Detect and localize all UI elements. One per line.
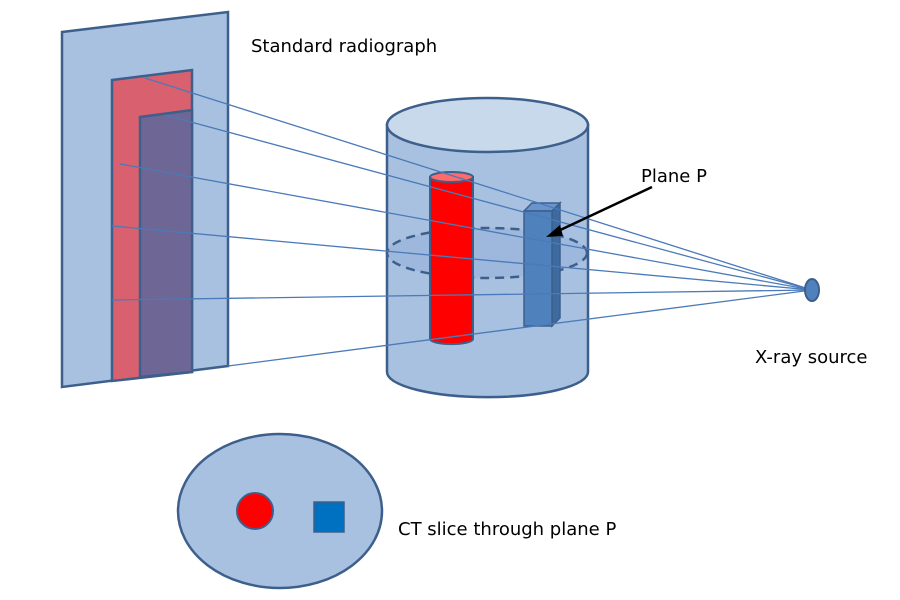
x-ray-source-label: X-ray source	[755, 347, 868, 368]
radiograph-label: Standard radiograph	[251, 36, 437, 57]
plane-p-arrow	[546, 185, 653, 237]
ray	[111, 225, 813, 291]
ray	[111, 289, 813, 301]
plane-p-label: Plane P	[641, 166, 707, 187]
x-ray-beams	[111, 77, 813, 367]
ray	[164, 114, 813, 291]
ct-slice	[176, 432, 384, 590]
ct-slice-label: CT slice through plane P	[398, 519, 616, 540]
ct-blue-square	[313, 501, 345, 533]
ray	[227, 289, 813, 367]
x-ray-source-dot	[804, 278, 820, 302]
ct-red-circle	[236, 492, 274, 530]
ray	[144, 77, 813, 291]
prism-shadow	[138, 108, 194, 379]
ray	[119, 163, 813, 291]
